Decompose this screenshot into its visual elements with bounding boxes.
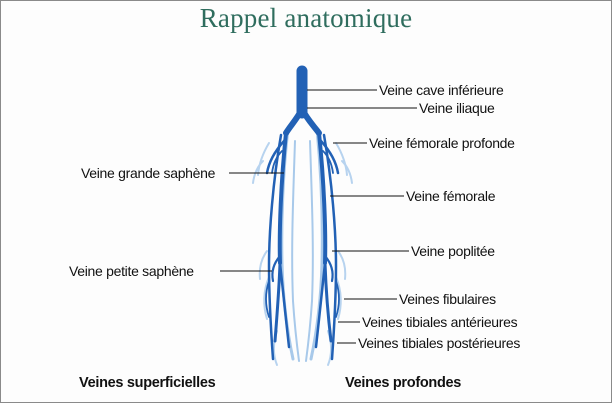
caption-veines-profondes: Veines profondes (345, 375, 461, 391)
label-veine-femorale: Veine fémorale (406, 188, 495, 204)
label-veine-femorale-profonde: Veine fémorale profonde (369, 135, 515, 151)
label-veine-poplitee: Veine poplitée (411, 243, 495, 259)
label-veine-iliaque: Veine iliaque (419, 100, 495, 116)
right-iliac-vein (302, 109, 319, 133)
tributary-veins (253, 143, 352, 365)
label-veine-cave-inferieure: Veine cave inférieure (379, 82, 503, 98)
label-veine-petite-saphene: Veine petite saphène (69, 263, 194, 279)
caption-veines-superficielles: Veines superficielles (79, 375, 215, 391)
label-veine-grande-saphene: Veine grande saphène (81, 165, 215, 181)
label-veines-tibiales-posterieures: Veines tibiales postérieures (358, 335, 520, 351)
left-iliac-vein (286, 109, 302, 133)
label-veines-fibulaires: Veines fibulaires (399, 291, 496, 307)
deep-veins (266, 71, 339, 359)
label-veines-tibiales-anterieures: Veines tibiales antérieures (362, 314, 517, 330)
